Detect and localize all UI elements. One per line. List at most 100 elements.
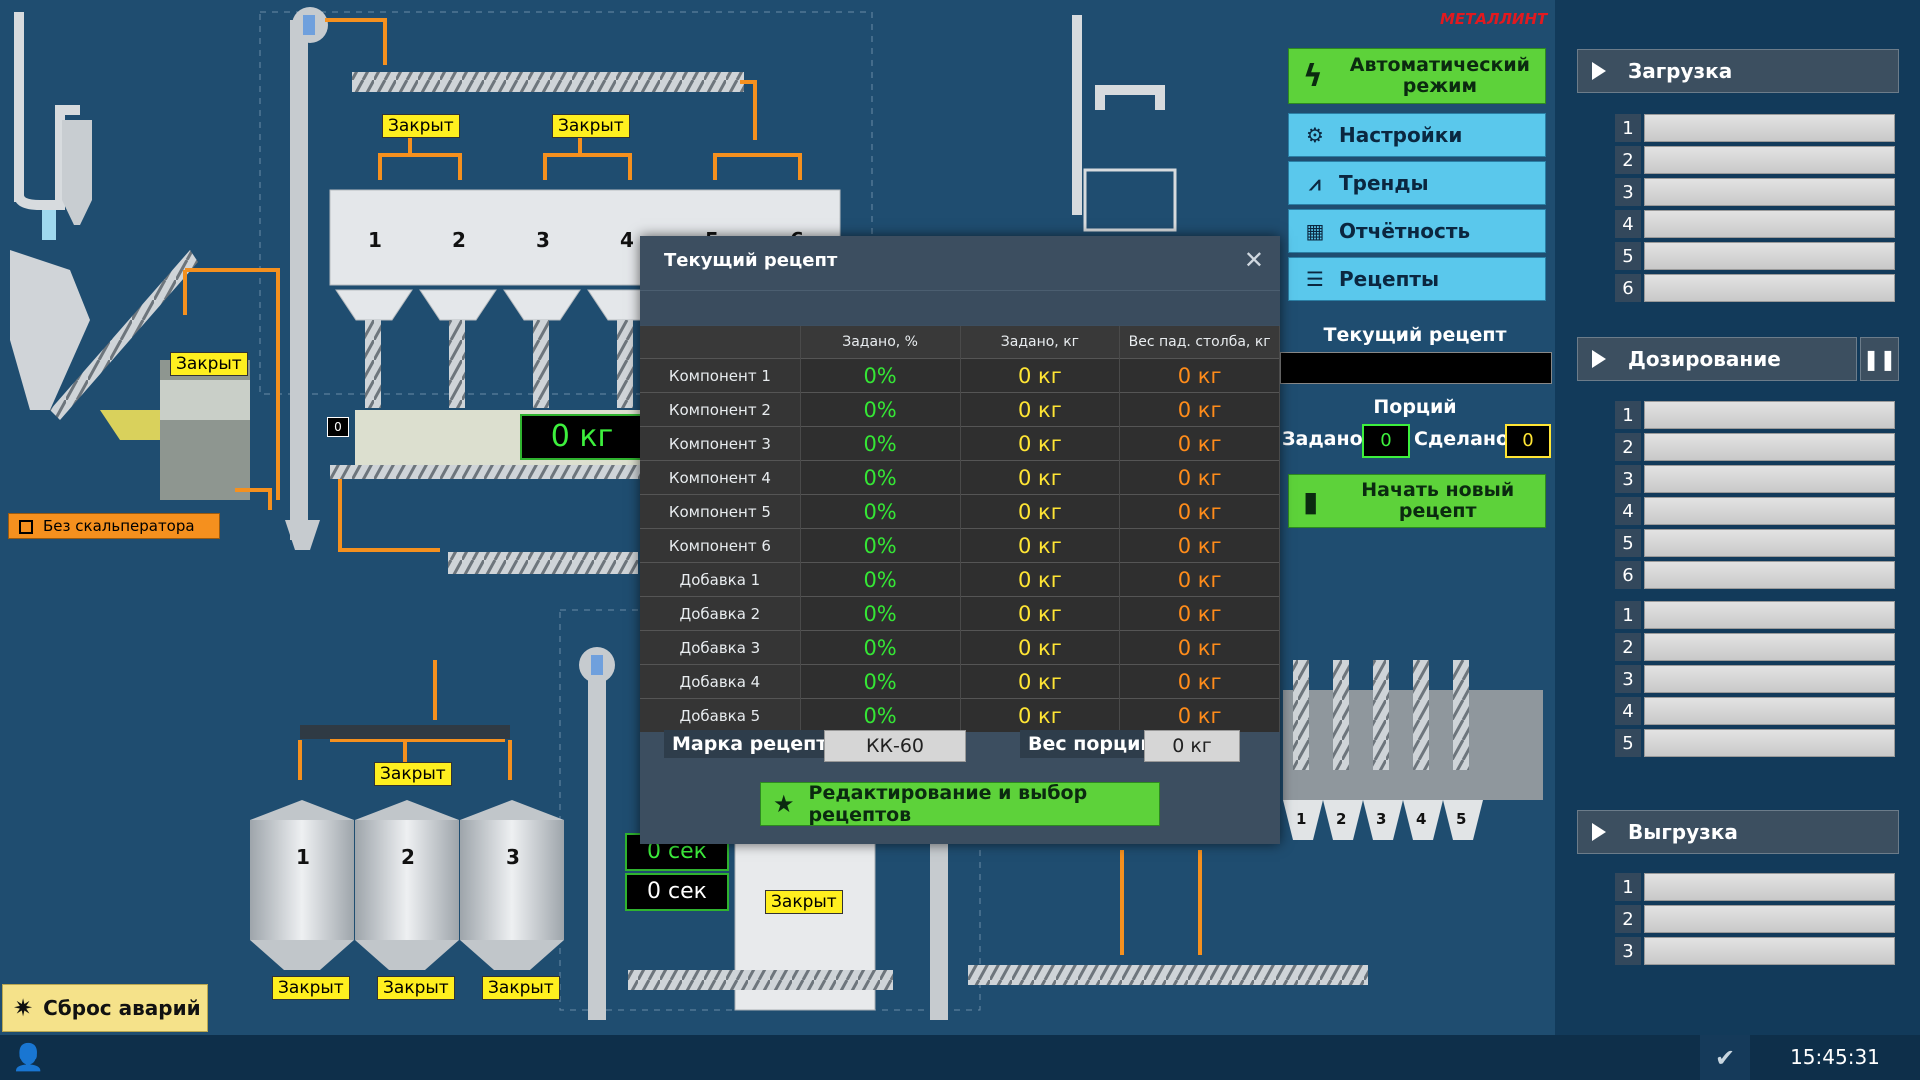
valve-status-tag[interactable]: Закрыт	[374, 762, 452, 786]
set-kg: 0 кг	[960, 562, 1121, 597]
auto-mode-label: Автоматический режим	[1349, 54, 1530, 97]
loading-row[interactable]: 5	[1615, 242, 1895, 270]
start-new-recipe-button[interactable]: ▮ Начать новый рецепт	[1288, 474, 1546, 528]
set-percent: 0%	[800, 596, 961, 631]
progress-bar	[1644, 146, 1895, 174]
trends-button[interactable]: ⩘Тренды	[1288, 161, 1546, 205]
silo-number[interactable]: 4	[620, 228, 634, 252]
dosing-row[interactable]: 1	[1615, 401, 1895, 429]
dosing-row[interactable]: 6	[1615, 561, 1895, 589]
valve-status-tag[interactable]: Закрыт	[382, 114, 460, 138]
valve-status-tag[interactable]: Закрыт	[482, 976, 560, 1000]
close-icon[interactable]: ✕	[1243, 246, 1264, 274]
pause-icon: ❚❚	[1862, 347, 1897, 371]
auto-mode-button[interactable]: ϟ Автоматический режим	[1288, 48, 1546, 104]
silo-number[interactable]: 1	[296, 845, 310, 869]
dosing-row[interactable]: 3	[1615, 465, 1895, 493]
unloading-row[interactable]: 3	[1615, 937, 1895, 965]
doser-number[interactable]: 3	[1376, 810, 1387, 828]
portions-heading: Порций	[1373, 396, 1457, 418]
settings-button[interactable]: ⚙Настройки	[1288, 113, 1546, 157]
set-percent: 0%	[800, 358, 961, 393]
dosing-additive-row[interactable]: 3	[1615, 665, 1895, 693]
silo-number[interactable]: 1	[368, 228, 382, 252]
valve-status-tag[interactable]: Закрыт	[170, 352, 248, 376]
doser-number[interactable]: 1	[1296, 810, 1307, 828]
loading-row[interactable]: 3	[1615, 178, 1895, 206]
row-number: 1	[1615, 114, 1641, 142]
reset-alarms-button[interactable]: ✷ Сброс аварий	[2, 984, 208, 1032]
recipes-label: Рецепты	[1339, 267, 1440, 291]
dosing-row[interactable]: 4	[1615, 497, 1895, 525]
dosing-row[interactable]: 5	[1615, 529, 1895, 557]
alarm-light-icon: ✷	[13, 994, 34, 1022]
unloading-row[interactable]: 1	[1615, 873, 1895, 901]
doser-number[interactable]: 4	[1416, 810, 1427, 828]
component-name: Компонент 3	[640, 426, 801, 461]
fall-weight: 0 кг	[1119, 664, 1280, 699]
dosing-additive-row[interactable]: 1	[1615, 601, 1895, 629]
loading-row[interactable]: 1	[1615, 114, 1895, 142]
settings-label: Настройки	[1339, 123, 1463, 147]
dosing-section-header[interactable]: Дозирование	[1577, 337, 1857, 381]
valve-status-tag[interactable]: Закрыт	[377, 976, 455, 1000]
valve-status-tag[interactable]: Закрыт	[552, 114, 630, 138]
edit-recipes-button[interactable]: ★ Редактирование и выбор рецептов	[760, 782, 1160, 826]
silo-number[interactable]: 3	[536, 228, 550, 252]
reports-button[interactable]: ▦Отчётность	[1288, 209, 1546, 253]
silo-number[interactable]: 2	[452, 228, 466, 252]
dosing-additive-row[interactable]: 5	[1615, 729, 1895, 757]
dosing-row[interactable]: 2	[1615, 433, 1895, 461]
loading-row[interactable]: 4	[1615, 210, 1895, 238]
clock: 15:45:31	[1790, 1045, 1880, 1069]
component-name: Компонент 4	[640, 460, 801, 495]
loading-row[interactable]: 6	[1615, 274, 1895, 302]
set-kg: 0 кг	[960, 596, 1121, 631]
fall-weight: 0 кг	[1119, 562, 1280, 597]
set-kg: 0 кг	[960, 528, 1121, 563]
doser-number[interactable]: 2	[1336, 810, 1347, 828]
portions-set-label: Задано	[1282, 428, 1363, 450]
row-number: 3	[1615, 178, 1641, 206]
row-number: 4	[1615, 697, 1641, 725]
set-kg: 0 кг	[960, 630, 1121, 665]
row-number: 6	[1615, 561, 1641, 589]
timer-readout: 0 сек	[625, 873, 729, 911]
checkbox-icon[interactable]	[19, 519, 33, 534]
row-number: 2	[1615, 905, 1641, 933]
counter-readout: 0	[327, 417, 349, 437]
scalperator-toggle[interactable]: Без скальператора	[8, 513, 220, 539]
valve-status-tag[interactable]: Закрыт	[765, 890, 843, 914]
acknowledge-check-icon[interactable]: ✔	[1700, 1035, 1750, 1080]
dosing-additive-row[interactable]: 4	[1615, 697, 1895, 725]
loading-section-header[interactable]: Загрузка	[1577, 49, 1899, 93]
set-kg: 0 кг	[960, 664, 1121, 699]
fall-weight: 0 кг	[1119, 596, 1280, 631]
set-kg: 0 кг	[960, 698, 1121, 732]
row-number: 3	[1615, 465, 1641, 493]
recipe-brand-field[interactable]: КК-60	[824, 730, 966, 762]
unloading-section-header[interactable]: Выгрузка	[1577, 810, 1899, 854]
recipes-button[interactable]: ☰Рецепты	[1288, 257, 1546, 301]
doser-number[interactable]: 5	[1456, 810, 1467, 828]
silo-number[interactable]: 2	[401, 845, 415, 869]
scalperator-label: Без скальператора	[43, 517, 195, 535]
dosing-additive-row[interactable]: 2	[1615, 633, 1895, 661]
pause-dosing-button[interactable]: ❚❚	[1860, 337, 1899, 381]
row-number: 5	[1615, 242, 1641, 270]
user-icon[interactable]: 👤	[12, 1043, 45, 1073]
portion-weight-field[interactable]: 0 кг	[1144, 730, 1240, 762]
silo-number[interactable]: 3	[506, 845, 520, 869]
component-name: Добавка 4	[640, 664, 801, 699]
set-kg: 0 кг	[960, 358, 1121, 393]
progress-bar	[1644, 465, 1895, 493]
unloading-row[interactable]: 2	[1615, 905, 1895, 933]
current-recipe-field	[1280, 352, 1552, 384]
valve-status-tag[interactable]: Закрыт	[272, 976, 350, 1000]
loading-row[interactable]: 2	[1615, 146, 1895, 174]
fall-weight: 0 кг	[1119, 460, 1280, 495]
reset-alarms-label: Сброс аварий	[43, 996, 201, 1020]
row-number: 6	[1615, 274, 1641, 302]
